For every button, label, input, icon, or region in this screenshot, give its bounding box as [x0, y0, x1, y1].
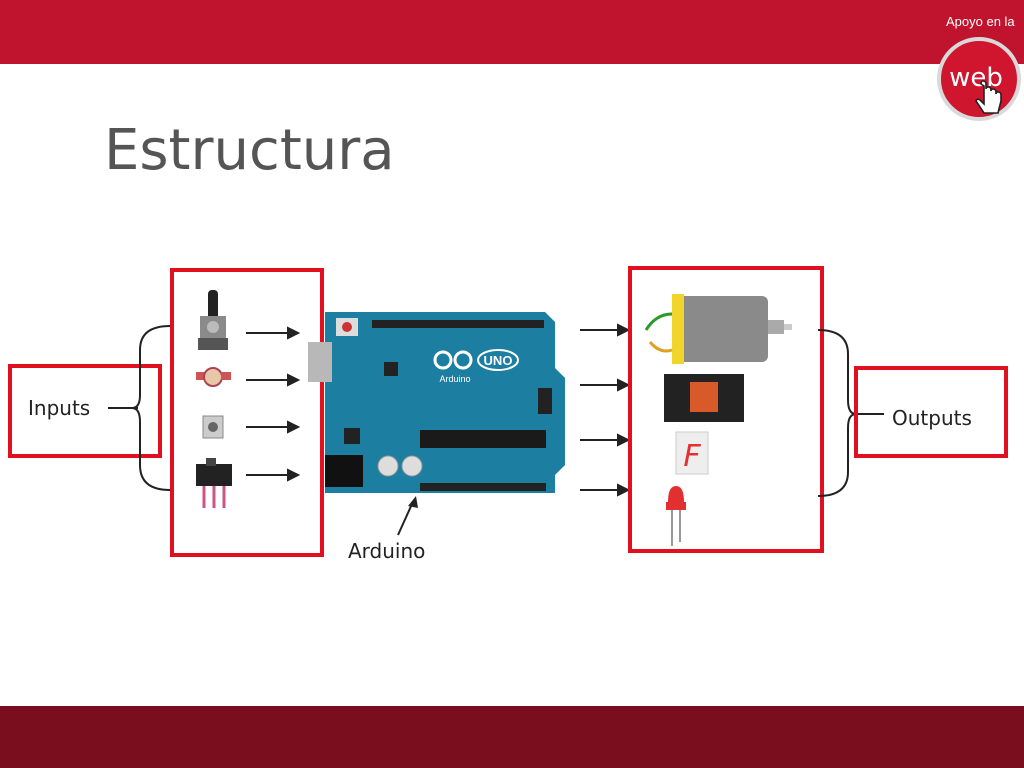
- analog-header: [420, 483, 546, 491]
- top-bar: [0, 0, 1024, 64]
- arduino-structure-diagram: Inputs: [8, 266, 1008, 563]
- board-brand: UNO: [484, 353, 513, 368]
- arduino-pointer: [397, 503, 413, 536]
- input-arrows: [246, 326, 301, 482]
- bottom-bar: [0, 706, 1024, 768]
- outputs-box: [854, 366, 1008, 458]
- inputs-brace: [131, 325, 171, 491]
- web-logo: web: [937, 37, 1021, 121]
- microcontroller-chip: [420, 430, 546, 448]
- svg-text:F: F: [683, 439, 701, 474]
- pushbutton-icon: [202, 415, 224, 439]
- led-icon: [666, 486, 686, 546]
- photoresistor-icon: [196, 367, 231, 387]
- arduino-board: UNO Arduino: [308, 312, 565, 493]
- hand-cursor-icon: [975, 80, 1002, 114]
- arduino-label: Arduino: [348, 539, 425, 563]
- slide-title: Estructura: [104, 118, 395, 183]
- digital-header: [372, 320, 544, 328]
- output-arrows: [580, 323, 631, 497]
- inputs-label: Inputs: [28, 396, 90, 420]
- power-jack: [325, 455, 363, 487]
- seven-segment-display-icon: F: [675, 431, 709, 475]
- potentiometer-icon: [198, 290, 228, 350]
- outputs-label: Outputs: [892, 406, 972, 430]
- slide-switch-icon: [196, 458, 232, 508]
- board-subtitle: Arduino: [439, 374, 470, 384]
- usb-port: [308, 342, 332, 382]
- arduino-infinity-logo: [433, 350, 473, 370]
- inputs-box: [8, 364, 162, 458]
- outputs-components-box: [628, 266, 824, 553]
- logo-caption: Apoyo en la: [946, 14, 1015, 29]
- relay-icon: [664, 374, 744, 422]
- logo-text: web: [949, 63, 1003, 93]
- reset-button-icon: [342, 322, 352, 332]
- dc-motor-icon: [644, 294, 792, 364]
- inputs-components-box: [170, 268, 324, 557]
